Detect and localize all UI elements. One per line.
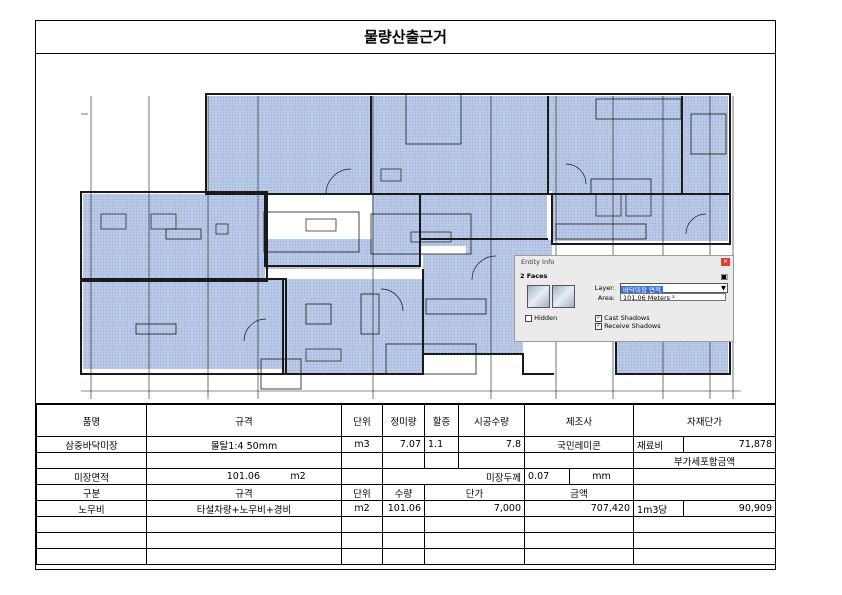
faces-label: 2 Faces bbox=[520, 272, 548, 280]
checkbox-checked-icon: ✓ bbox=[595, 322, 602, 330]
layer-select[interactable]: 바닥미장 면적 ▼ bbox=[620, 283, 728, 294]
header-amount: 금액 bbox=[524, 484, 635, 501]
cast-shadows-checkbox[interactable]: ✓ Cast Shadows bbox=[595, 314, 650, 322]
cell-unit-2: m2 bbox=[341, 500, 384, 517]
chevron-down-icon: ▼ bbox=[721, 284, 726, 292]
header-unit-2: 단위 bbox=[341, 484, 384, 501]
table-header-row: 구분 규격 단위 수량 단가 금액 bbox=[36, 484, 777, 501]
page-title: 물량산출근거 bbox=[36, 21, 775, 54]
cell-area-value: 101.06 m2 bbox=[145, 468, 343, 485]
checkbox-checked-icon: ✓ bbox=[595, 314, 602, 322]
cell-per-label: 1m3당 bbox=[633, 500, 685, 517]
header-work-qty: 시공수량 bbox=[458, 404, 526, 437]
quantity-table: 품명 규격 단위 정미량 할증 시공수량 제조사 자재단가 삼중바닥미장 몰탈1… bbox=[36, 404, 777, 565]
cell-thickness-unit: mm bbox=[569, 468, 635, 485]
area-unit: m2 bbox=[290, 471, 306, 482]
header-spec-2: 규격 bbox=[145, 484, 343, 501]
walls bbox=[80, 93, 731, 375]
header-unit-price-2: 단가 bbox=[424, 484, 526, 501]
dialog-title: Entity Info bbox=[521, 258, 555, 266]
back-material-swatch[interactable] bbox=[552, 285, 575, 308]
cell-maker: 국민레미콘 bbox=[524, 436, 635, 453]
entity-info-dialog[interactable]: Entity Info × 2 Faces ▣ Layer: 바닥미장 면적 ▼… bbox=[514, 255, 734, 342]
cell-price-label: 재료비 bbox=[633, 436, 685, 453]
table-row: 삼중바닥미장 몰탈1:4 50mm m3 7.07 1.1 7.8 국민레미콘 … bbox=[36, 436, 777, 453]
layer-value: 바닥미장 면적 bbox=[621, 286, 663, 294]
table-row: 부가세포함금액 bbox=[36, 452, 777, 469]
cell-category: 노무비 bbox=[36, 500, 147, 517]
material-swatch[interactable] bbox=[527, 285, 550, 308]
header-qty: 수량 bbox=[382, 484, 426, 501]
header-spec: 규격 bbox=[145, 404, 343, 437]
cell-per-value: 90,909 bbox=[683, 500, 777, 517]
area-value: 101.06 Meters ² bbox=[620, 293, 726, 302]
cell-work-qty: 7.8 bbox=[458, 436, 526, 453]
floor-plan-drawing[interactable]: Entity Info × 2 Faces ▣ Layer: 바닥미장 면적 ▼… bbox=[36, 54, 775, 404]
cell-area-label: 미장면적 bbox=[36, 468, 147, 485]
close-icon[interactable]: × bbox=[721, 258, 730, 266]
area-number: 101.06 bbox=[226, 471, 260, 482]
floor-plan-svg bbox=[80, 93, 741, 399]
receive-shadows-checkbox[interactable]: ✓ Receive Shadows bbox=[595, 322, 661, 330]
receive-shadows-label: Receive Shadows bbox=[604, 322, 661, 330]
cell-qty: 101.06 bbox=[382, 500, 426, 517]
cell-extra: 1.1 bbox=[424, 436, 460, 453]
header-item: 품명 bbox=[36, 404, 147, 437]
layer-label: Layer: bbox=[594, 284, 615, 292]
header-unit-price: 자재단가 bbox=[633, 404, 777, 437]
table-row bbox=[36, 548, 777, 565]
cell-thickness-label: 미장두께 bbox=[382, 468, 526, 485]
document-sheet: 물량산출근거 bbox=[35, 20, 777, 570]
thin-walls bbox=[135, 93, 727, 390]
cell-thickness-value: 0.07 bbox=[524, 468, 571, 485]
header-extra: 할증 bbox=[424, 404, 460, 437]
table-header-row: 품명 규격 단위 정미량 할증 시공수량 제조사 자재단가 bbox=[36, 404, 777, 437]
table-row bbox=[36, 516, 777, 533]
cell-price-value: 71,878 bbox=[683, 436, 777, 453]
door-swings bbox=[243, 163, 707, 342]
table-row: 미장면적 101.06 m2 미장두께 0.07 mm bbox=[36, 468, 777, 485]
cell-unit-price: 7,000 bbox=[424, 500, 526, 517]
cell-item: 삼중바닥미장 bbox=[36, 436, 147, 453]
header-unit: 단위 bbox=[341, 404, 384, 437]
table-row: 노무비 타설차량+노무비+경비 m2 101.06 7,000 707,420 … bbox=[36, 500, 777, 517]
cell-net-qty: 7.07 bbox=[382, 436, 426, 453]
dimension-lines bbox=[81, 96, 741, 399]
table-row bbox=[36, 532, 777, 549]
hidden-checkbox[interactable]: Hidden bbox=[525, 314, 557, 322]
furniture bbox=[100, 168, 652, 362]
cell-unit: m3 bbox=[341, 436, 384, 453]
header-category: 구분 bbox=[36, 484, 147, 501]
cell-spec: 몰탈1:4 50mm bbox=[145, 436, 343, 453]
pin-icon[interactable]: ▣ bbox=[720, 272, 728, 281]
cell-vat-note: 부가세포함금액 bbox=[633, 452, 777, 469]
header-maker: 제조사 bbox=[524, 404, 635, 437]
hidden-label: Hidden bbox=[534, 314, 558, 322]
checkbox-icon bbox=[525, 314, 532, 322]
cast-shadows-label: Cast Shadows bbox=[604, 314, 650, 322]
cell-spec-2: 타설차량+노무비+경비 bbox=[145, 500, 343, 517]
cell-amount: 707,420 bbox=[524, 500, 635, 517]
area-label: Area: bbox=[597, 294, 615, 302]
header-net-qty: 정미량 bbox=[382, 404, 426, 437]
